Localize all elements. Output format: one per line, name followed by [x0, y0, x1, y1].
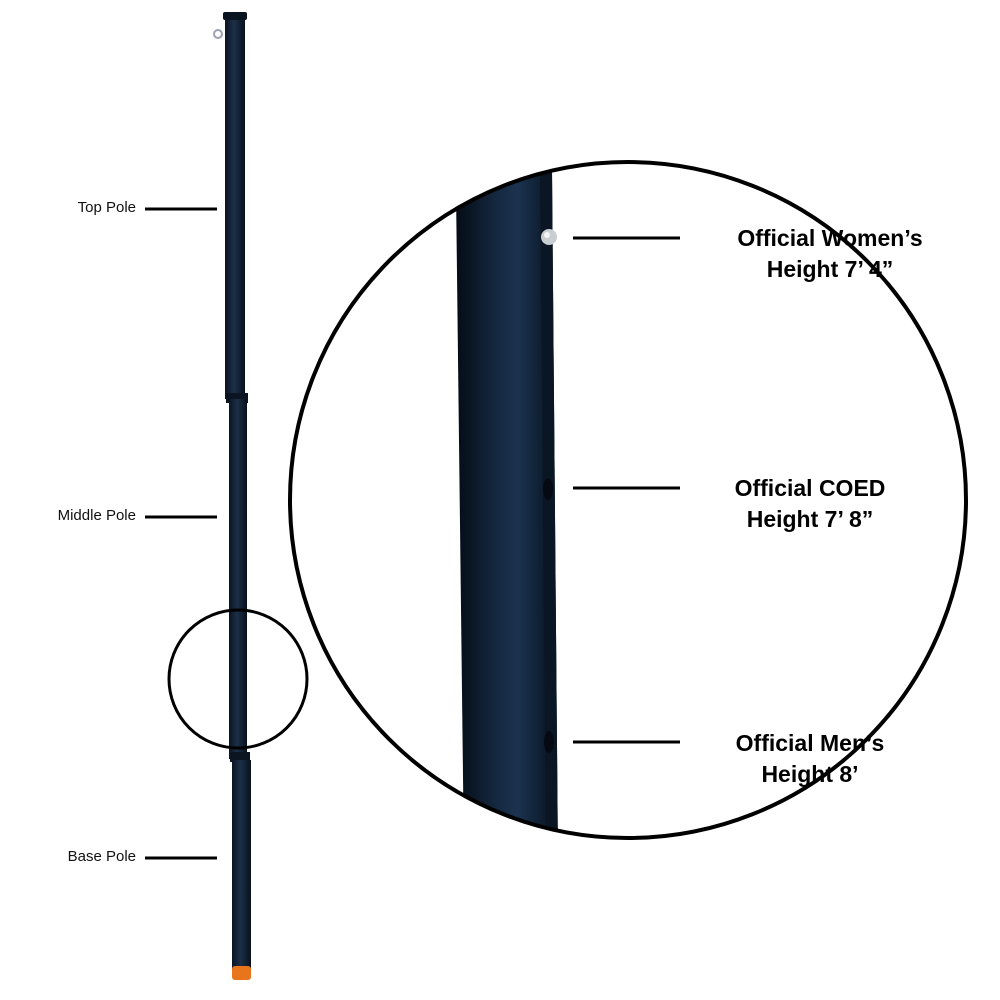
zoomed-pole [456, 170, 558, 838]
foot-cap [232, 966, 251, 980]
zoom-detail [290, 162, 966, 838]
coed-height-line2: Height 7’ 8” [746, 506, 874, 532]
men-height-line1: Official Men’s [735, 730, 885, 756]
lower-collar [230, 752, 250, 762]
middle-pole-segment [229, 399, 247, 759]
label-base-pole: Base Pole [67, 848, 136, 865]
base-pole-segment [232, 760, 251, 970]
zoom-source-circle [167, 608, 309, 750]
women-height-line2: Height 7’ 4” [766, 256, 894, 282]
men-height-line2: Height 8’ [761, 761, 859, 787]
height-hole-coed [543, 478, 553, 500]
label-middle-pole: Middle Pole [57, 507, 136, 524]
coed-height-line1: Official COED [734, 475, 886, 501]
zoomed-pole-edge [540, 170, 558, 838]
label-top-pole: Top Pole [77, 199, 136, 216]
men-height-label: Official Men’s Height 8’ [660, 728, 960, 790]
top-pin-ring [213, 29, 223, 39]
women-height-line1: Official Women’s [737, 225, 923, 251]
top-pole-segment [225, 14, 245, 399]
height-hole-men [544, 731, 554, 753]
zoom-detail-circle [288, 160, 968, 840]
women-height-label: Official Women’s Height 7’ 4” [680, 223, 980, 285]
upper-collar [226, 393, 248, 403]
full-pole [213, 12, 251, 980]
coed-height-label: Official COED Height 7’ 8” [660, 473, 960, 535]
top-cap [223, 12, 247, 20]
